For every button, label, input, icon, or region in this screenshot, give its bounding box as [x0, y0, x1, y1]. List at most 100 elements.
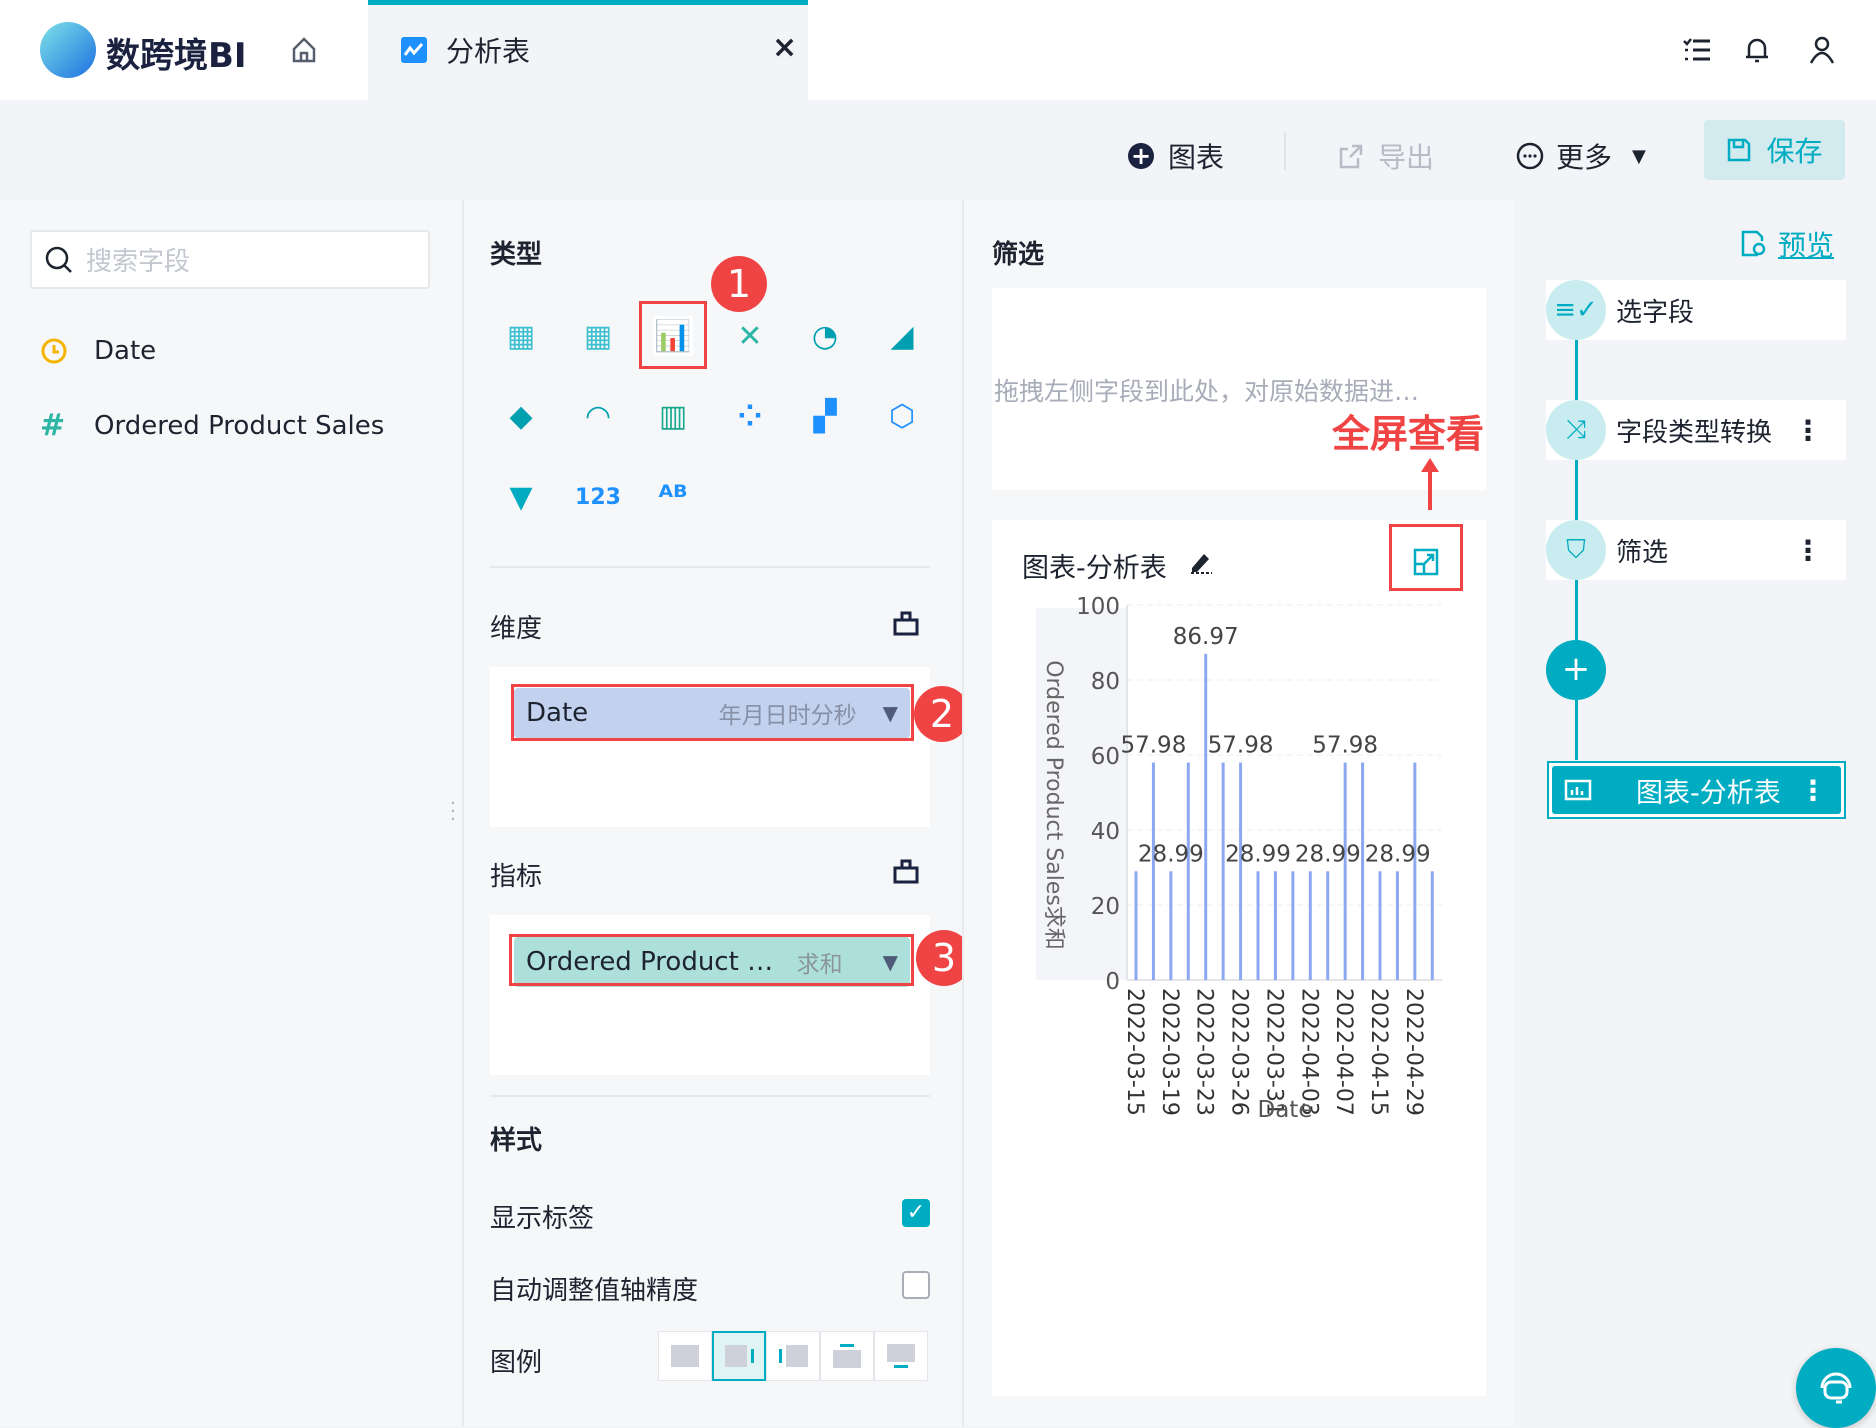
scatter-icon[interactable]: ⁘: [737, 398, 763, 434]
export-button[interactable]: 导出: [1338, 136, 1434, 176]
dimension-pill-date[interactable]: Date 年月日时分秒 ▼: [514, 688, 910, 738]
legend-top-button[interactable]: [820, 1331, 874, 1381]
search-placeholder: 搜索字段: [86, 247, 191, 277]
more-vertical-icon[interactable]: ⋮: [1794, 533, 1822, 567]
field-name: Date: [94, 336, 157, 366]
more-button[interactable]: 更多 ▼: [1516, 136, 1646, 176]
area-chart-icon[interactable]: ◢: [890, 318, 914, 354]
bar-chart-icon[interactable]: 📊: [653, 316, 693, 356]
caret-down-icon[interactable]: ▼: [882, 701, 898, 725]
edit-title-icon[interactable]: [1188, 548, 1214, 578]
funnel-icon[interactable]: ▼: [509, 479, 533, 515]
map-icon[interactable]: ◆: [509, 398, 533, 434]
user-icon[interactable]: [1802, 30, 1842, 70]
legend-left-icon: [785, 1345, 808, 1367]
metric-name: Ordered Product …: [526, 947, 774, 977]
annotation-box-2: [511, 684, 914, 741]
show-labels-checkbox[interactable]: ✓: [902, 1199, 930, 1227]
radar-icon[interactable]: ⬡: [888, 398, 916, 434]
legend-none-icon: [671, 1345, 699, 1367]
add-chart-button[interactable]: + 图表: [1128, 136, 1224, 176]
x-tick-label: 2022-03-31: [1261, 988, 1286, 1116]
data-label: 28.99: [1225, 841, 1291, 867]
number-hash-icon: #: [40, 408, 66, 443]
combo-chart-icon[interactable]: ▥: [658, 398, 688, 434]
y-tick-label: 100: [1076, 594, 1120, 620]
metric-title: 指标: [490, 862, 543, 892]
preview-link[interactable]: 预览: [1740, 224, 1834, 264]
resize-handle[interactable]: ···: [450, 793, 456, 830]
legend-none-button[interactable]: [658, 1331, 712, 1381]
divider: [490, 1095, 930, 1097]
legend-bottom-button[interactable]: [874, 1331, 928, 1381]
dimension-title: 维度: [490, 614, 543, 644]
field-item-date[interactable]: Date: [40, 336, 156, 366]
treemap-icon[interactable]: ▞: [813, 398, 837, 434]
add-step-button[interactable]: +: [1546, 640, 1606, 700]
style-section-title: 样式: [490, 1126, 543, 1156]
bar: [1291, 871, 1295, 980]
line-chart-icon[interactable]: ✕: [737, 318, 763, 354]
word-cloud-icon[interactable]: ᴬᴮ: [658, 479, 688, 515]
more-vertical-icon[interactable]: ⋮: [1794, 413, 1822, 447]
bell-icon[interactable]: [1737, 30, 1777, 70]
bar: [1134, 871, 1138, 980]
clear-metric-icon[interactable]: [892, 858, 920, 888]
x-tick-label: 2022-04-07: [1331, 988, 1356, 1116]
y-tick-label: 80: [1091, 669, 1120, 695]
headset-icon: [1820, 1372, 1852, 1404]
x-tick-label: 2022-03-26: [1227, 988, 1252, 1116]
data-label: 28.99: [1365, 841, 1431, 867]
field-item-ordered-product-sales[interactable]: # Ordered Product Sales: [40, 408, 384, 443]
export-label: 导出: [1378, 141, 1435, 174]
more-label: 更多: [1556, 141, 1613, 174]
auto-precision-checkbox[interactable]: [902, 1271, 930, 1299]
preview-icon: [1741, 230, 1766, 257]
add-chart-label: 图表: [1168, 141, 1225, 174]
clear-dimension-icon[interactable]: [892, 610, 920, 640]
show-labels-label: 显示标签: [490, 1204, 595, 1234]
support-chat-button[interactable]: [1796, 1348, 1876, 1428]
tab-close-button[interactable]: ×: [772, 30, 798, 65]
flow-output-chart[interactable]: 图表-分析表 ⋮: [1547, 761, 1846, 819]
bar: [1378, 871, 1382, 980]
more-vertical-icon[interactable]: ⋮: [1799, 773, 1827, 807]
tab-analysis[interactable]: [368, 0, 808, 100]
metric-pill-ordered-product-sales[interactable]: Ordered Product … 求和 ▼: [514, 937, 910, 987]
kpi-number-icon[interactable]: 123: [575, 484, 621, 510]
top-bar: [0, 0, 1876, 100]
gauge-icon[interactable]: ◠: [586, 398, 610, 434]
bar: [1343, 762, 1347, 980]
flow-output-label: 图表-分析表: [1636, 777, 1781, 809]
type-section-title: 类型: [490, 240, 543, 270]
caret-down-icon[interactable]: ▼: [882, 950, 898, 974]
home-icon[interactable]: [284, 30, 324, 70]
data-label: 57.98: [1120, 733, 1186, 759]
pie-chart-icon[interactable]: ◔: [811, 318, 839, 354]
filter-drop-zone[interactable]: [992, 288, 1486, 490]
flow-step-label: 字段类型转换: [1616, 417, 1773, 448]
bar: [1151, 762, 1155, 980]
y-tick-label: 20: [1091, 894, 1120, 920]
legend-label: 图例: [490, 1348, 543, 1378]
save-button[interactable]: 保存: [1704, 120, 1845, 180]
task-list-icon[interactable]: [1677, 30, 1717, 70]
legend-right-button[interactable]: [712, 1331, 766, 1381]
data-label: 28.99: [1295, 841, 1361, 867]
bar: [1169, 871, 1173, 980]
annotation-badge-2: 2: [914, 686, 970, 742]
analysis-tab-icon: [401, 37, 427, 63]
flow-step-label: 选字段: [1616, 297, 1695, 328]
legend-left-button[interactable]: [766, 1331, 820, 1381]
pivot-table-icon[interactable]: ▦: [583, 318, 613, 354]
table-icon[interactable]: ▦: [506, 318, 536, 354]
bar: [1221, 762, 1225, 980]
fullscreen-icon[interactable]: [1413, 548, 1439, 580]
more-circle-icon: [1516, 142, 1544, 170]
divider: [490, 566, 930, 568]
field-search-input[interactable]: 搜索字段: [30, 230, 430, 289]
dimension-name: Date: [526, 698, 589, 728]
plus-circle-icon: +: [1128, 143, 1154, 169]
bar: [1186, 762, 1190, 980]
field-name: Ordered Product Sales: [94, 410, 385, 441]
